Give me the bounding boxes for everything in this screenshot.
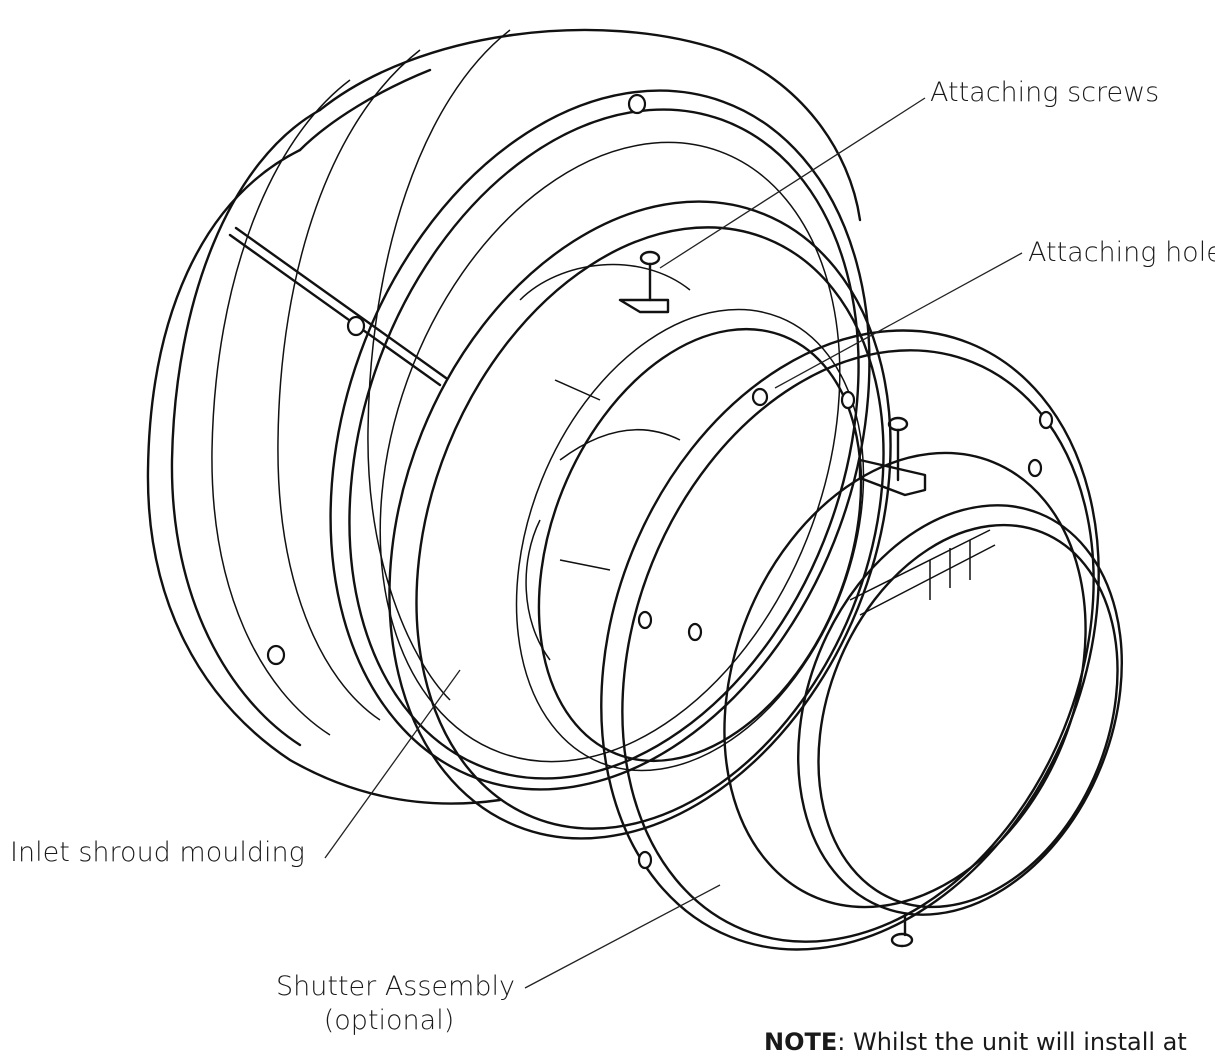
shutter-label-line1: Shutter Assembly [276,971,515,1002]
fan-blades [228,226,691,661]
flange-holes [266,93,1054,870]
screw-top [618,250,670,314]
attaching-hole-label: Attaching hole [1028,237,1215,268]
shutter-assembly-label: Shutter Assembly (optional) [276,970,515,1038]
leader-lines [324,97,1023,989]
inlet-shroud-label: Inlet shroud moulding [10,837,305,868]
shutter-flange [600,329,1123,951]
note-bold: NOTE [764,1028,838,1056]
outer-ring [329,89,871,791]
fan-housing [146,28,862,805]
screw-flange [858,416,927,497]
attaching-screws-label: Attaching screws [930,77,1160,108]
note-text: NOTE: Whilst the unit will install at [764,1028,1187,1056]
shutter-label-line2: (optional) [323,1005,455,1036]
screw-bottom [890,913,914,948]
note-body: : Whilst the unit will install at [837,1028,1187,1056]
inlet-shroud [388,200,892,840]
